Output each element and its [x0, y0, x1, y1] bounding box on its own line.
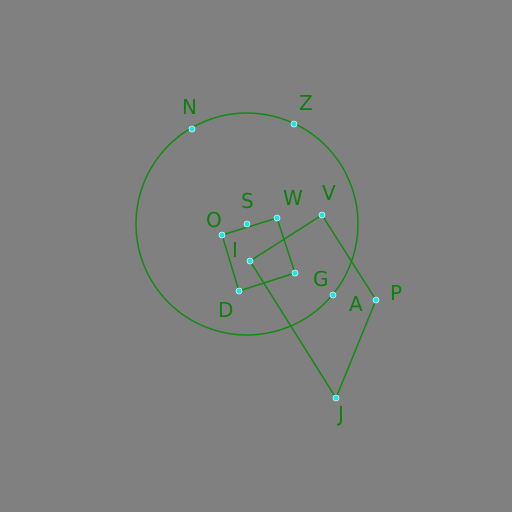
label-w: W [283, 186, 303, 210]
label-j: J [336, 402, 344, 426]
point-o [218, 231, 226, 239]
label-p: P [390, 281, 402, 305]
circle [135, 112, 359, 336]
point-a [329, 291, 337, 299]
label-i: I [232, 238, 238, 262]
label-d: D [218, 298, 233, 322]
point-z [290, 120, 298, 128]
point-i [246, 257, 254, 265]
point-s [243, 220, 251, 228]
point-square-corner [291, 269, 299, 277]
point-p [372, 296, 380, 304]
label-z: Z [299, 91, 313, 115]
label-n: N [182, 95, 197, 119]
label-o: O [206, 208, 222, 232]
point-j [332, 394, 340, 402]
point-v [318, 211, 326, 219]
point-w [273, 214, 281, 222]
label-g: G [313, 267, 329, 291]
point-n [188, 125, 196, 133]
label-s: S [241, 189, 254, 213]
point-d [235, 287, 243, 295]
label-v: V [322, 181, 336, 205]
label-a: A [349, 292, 363, 316]
